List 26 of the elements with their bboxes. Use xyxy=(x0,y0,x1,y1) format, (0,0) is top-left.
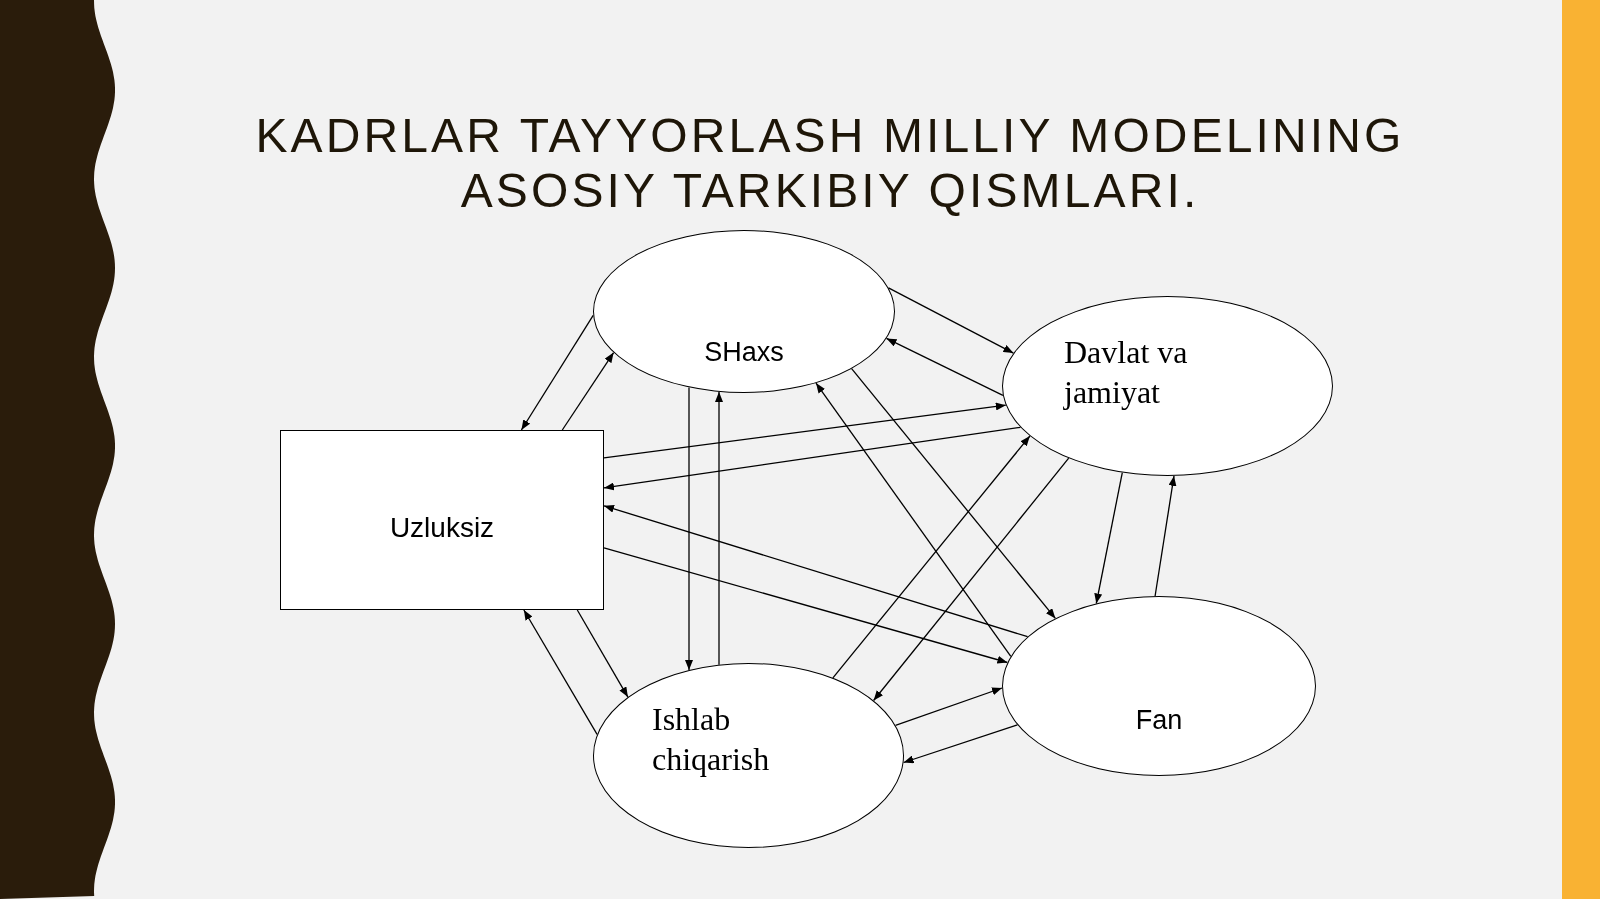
arrow xyxy=(815,382,1012,657)
slide-title: KADRLAR TAYYORLASH MILLIY MODELINING ASOSIY TARKIBIY QISMLARI. xyxy=(254,108,1406,218)
arrow xyxy=(1154,475,1177,597)
arrow xyxy=(832,435,1031,679)
arrow xyxy=(885,337,1004,397)
arrow xyxy=(894,687,1003,726)
arrow xyxy=(523,609,598,735)
node-label: SHaxs xyxy=(703,336,785,368)
arrow xyxy=(685,386,693,671)
arrow xyxy=(520,314,594,431)
arrow xyxy=(887,287,1015,354)
node-label: Davlat va jamiyat xyxy=(1064,333,1189,412)
arrow xyxy=(603,402,1007,459)
arrow xyxy=(561,351,615,431)
arrow xyxy=(603,547,1009,664)
arrow xyxy=(603,504,1029,638)
arrow xyxy=(902,724,1019,764)
arrow xyxy=(603,426,1022,491)
arrow xyxy=(850,368,1057,620)
arrow xyxy=(576,609,629,698)
rectangle-node xyxy=(280,430,604,610)
node-label: Ishlab chiqarish xyxy=(652,700,771,779)
arrow xyxy=(1094,471,1123,605)
arrow xyxy=(872,457,1070,702)
node-label: Fan xyxy=(1134,704,1184,736)
node-label: Uzluksiz xyxy=(388,511,496,545)
